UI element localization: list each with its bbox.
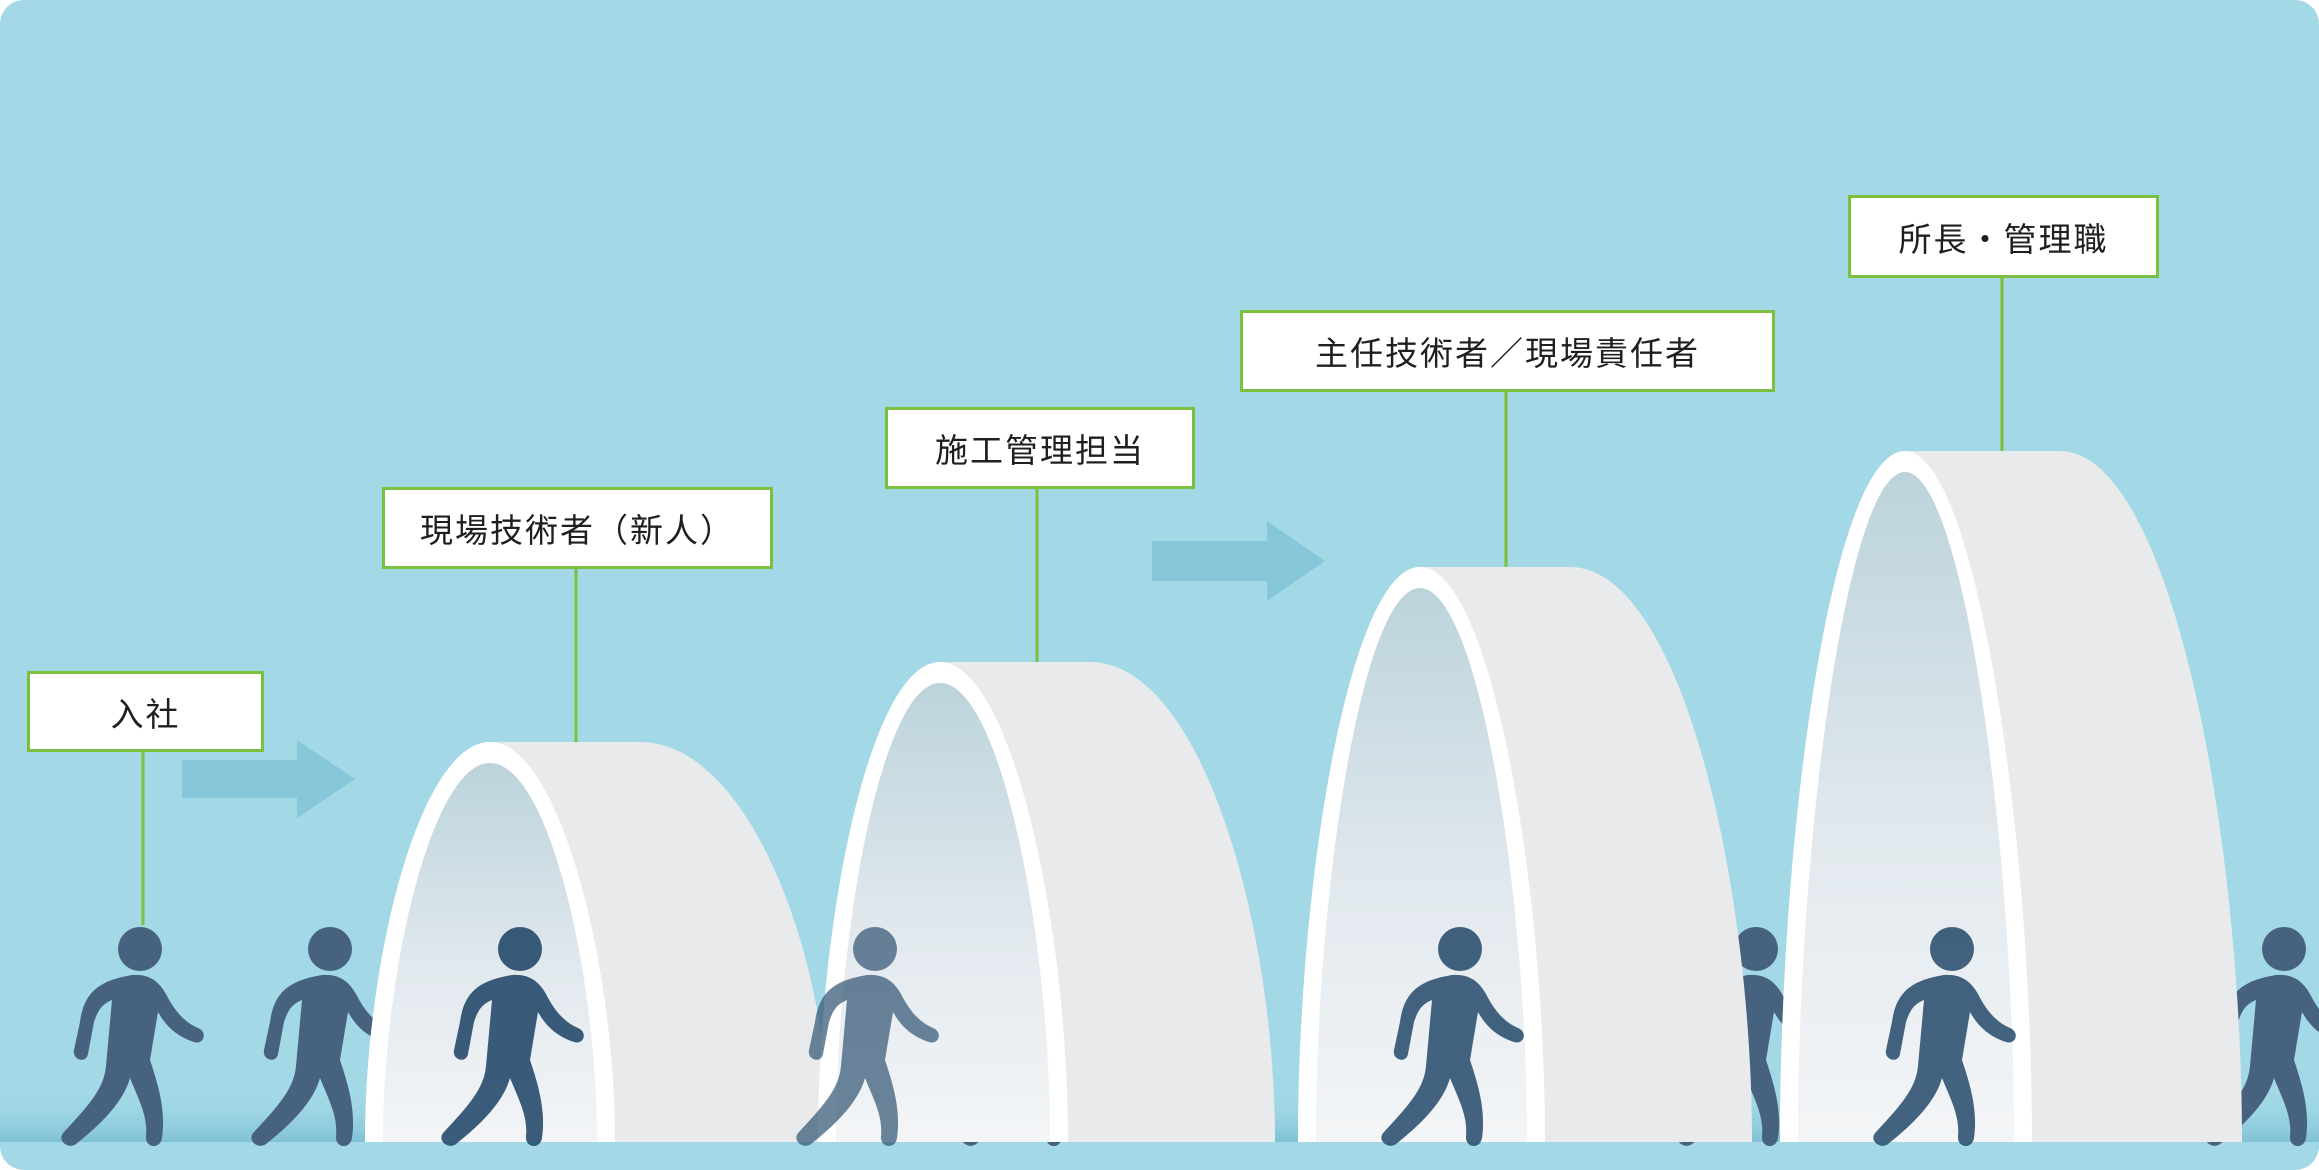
arch-gate <box>1780 451 2242 1142</box>
right-arrow-icon <box>1152 521 1325 601</box>
right-arrow-icon <box>182 740 355 818</box>
stage-label-manager: 所長・管理職 <box>1848 195 2159 278</box>
stage-label-text: 施工管理担当 <box>935 431 1145 470</box>
stage-label-text: 現場技術者（新人） <box>420 511 735 550</box>
connector-lines <box>141 276 2004 925</box>
stage-label-text: 入社 <box>110 694 181 734</box>
stage-label-construction-management: 施工管理担当 <box>885 407 1195 489</box>
stage-label-field-engineer: 現場技術者（新人） <box>382 487 773 569</box>
stage-label-chief-engineer: 主任技術者／現場責任者 <box>1240 310 1775 392</box>
stage-label-entry: 入社 <box>27 671 264 752</box>
arch-gate <box>365 742 830 1142</box>
stage-label-text: 所長・管理職 <box>1898 219 2109 259</box>
stage-label-text: 主任技術者／現場責任者 <box>1315 334 1700 373</box>
